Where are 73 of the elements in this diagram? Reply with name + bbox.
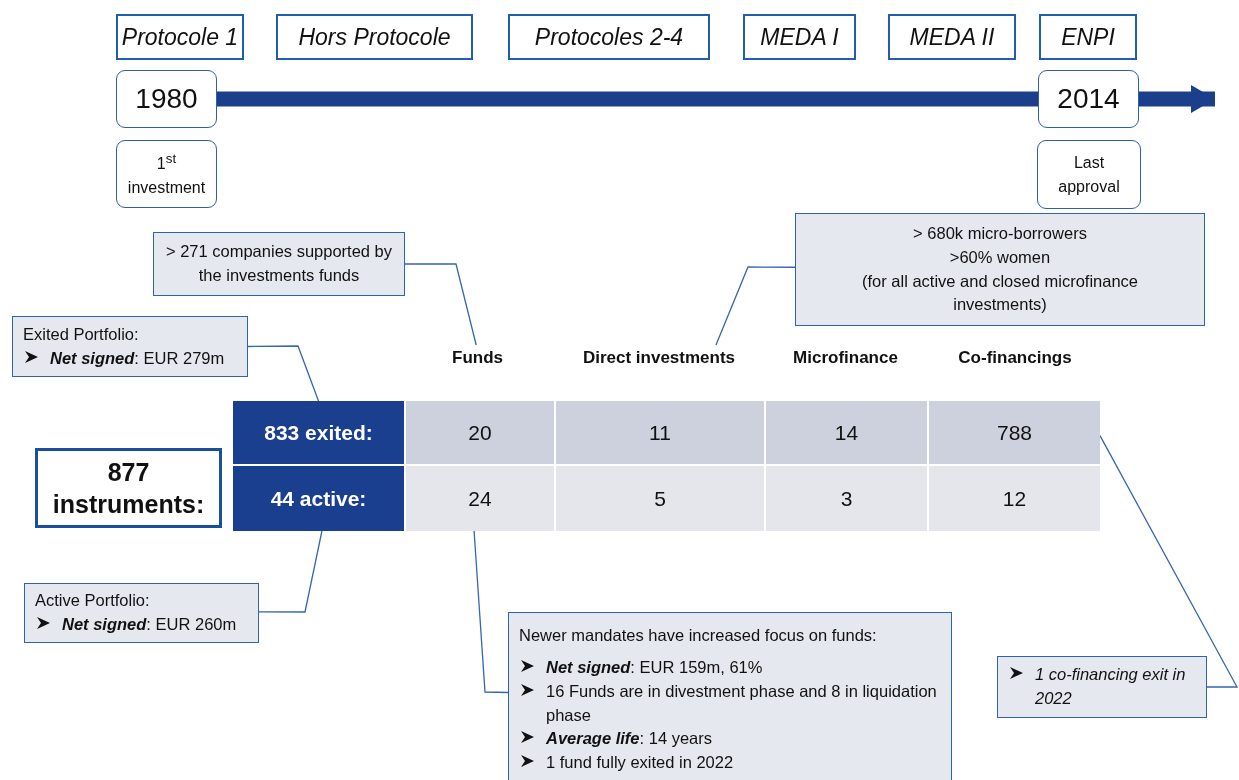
node-text: 14 — [834, 420, 859, 444]
node-text: 833 exited: — [264, 420, 373, 444]
leader-line — [473, 530, 509, 694]
node-text: 3 — [840, 486, 853, 510]
year-box — [116, 70, 217, 128]
node-text: Direct investments — [582, 348, 736, 367]
bullet-text: Average life: 14 years — [546, 728, 712, 750]
bullet-text: Net signed: EUR 159m, 61% — [546, 656, 763, 678]
milestone-box — [1037, 140, 1141, 209]
node-text: MEDA I — [760, 23, 839, 50]
callout-box — [153, 232, 405, 296]
callout-box — [795, 213, 1205, 326]
node-text: Funds — [452, 348, 503, 367]
leader-line — [247, 345, 320, 402]
bullet-text: 1 fund fully exited in 2022 — [546, 752, 734, 774]
node-text: Hors Protocole — [298, 23, 451, 50]
leader-line — [715, 266, 796, 346]
bullet-text: Net signed: EUR 260m — [62, 614, 237, 635]
table-cell — [556, 401, 764, 464]
period-box — [276, 14, 473, 60]
table-cell — [766, 466, 927, 531]
node-text: (for all active and closed microfinance investments) — [861, 271, 1138, 314]
node-text: 877 instruments: — [52, 457, 205, 518]
leader-line — [404, 263, 477, 346]
node-text: Protocoles 2-4 — [534, 23, 684, 50]
node-text: Exited Portfolio: — [23, 324, 139, 343]
bullet-text: Net signed: EUR 279m — [50, 347, 225, 369]
row-header — [233, 401, 404, 464]
node-text: 44 active: — [270, 486, 367, 510]
total-box — [35, 448, 222, 528]
period-box — [743, 14, 856, 60]
year-box — [1038, 70, 1139, 128]
node-text: 20 — [468, 420, 492, 444]
node-text: Newer mandates have increased focus on funds: — [519, 625, 877, 644]
bullet-text: 16 Funds are in divestment phase and 8 in liquidation phase — [546, 680, 938, 726]
table-cell — [556, 466, 764, 531]
node-text: ENPI — [1061, 23, 1115, 50]
node-text: Microfinance — [793, 348, 898, 367]
node-text: 12 — [1002, 486, 1027, 510]
node-text: 5 — [654, 486, 666, 510]
callout-box — [24, 583, 259, 643]
milestone-box — [116, 140, 217, 208]
node-text: > 271 companies supported by the investments funds — [165, 242, 393, 284]
leader-line — [258, 530, 323, 613]
node-text: Protocole 1 — [121, 23, 239, 50]
period-box — [116, 14, 244, 60]
node-text: 1980 — [135, 83, 198, 114]
callout-box — [12, 316, 248, 377]
table-cell — [406, 401, 554, 464]
callout-box — [508, 612, 952, 780]
table-cell — [929, 466, 1100, 531]
period-box — [1039, 14, 1137, 60]
node-text: 11 — [649, 420, 671, 444]
node-text: 2014 — [1057, 83, 1120, 114]
period-box — [508, 14, 710, 60]
node-text: 788 — [996, 420, 1032, 444]
callout-box — [997, 656, 1207, 718]
node-text: > 680k micro-borrowers — [913, 223, 1087, 242]
table-cell — [406, 466, 554, 531]
timeline-arrow — [1139, 85, 1215, 113]
leader-line — [1099, 435, 1239, 688]
node-text: Active Portfolio: — [35, 591, 150, 610]
bullet-text: 1 co-financing exit in 2022 — [1035, 664, 1187, 709]
table-cell — [929, 401, 1100, 464]
node-text: >60% women — [949, 247, 1051, 266]
table-cell — [766, 401, 927, 464]
node-text: 1$^{st}$ investment — [127, 155, 206, 196]
node-text: Co-financings — [958, 348, 1072, 367]
node-text: MEDA II — [909, 23, 995, 50]
row-header — [233, 466, 404, 531]
node-text: 24 — [468, 486, 492, 510]
node-text: Last approval — [1058, 154, 1120, 195]
period-box — [888, 14, 1016, 60]
